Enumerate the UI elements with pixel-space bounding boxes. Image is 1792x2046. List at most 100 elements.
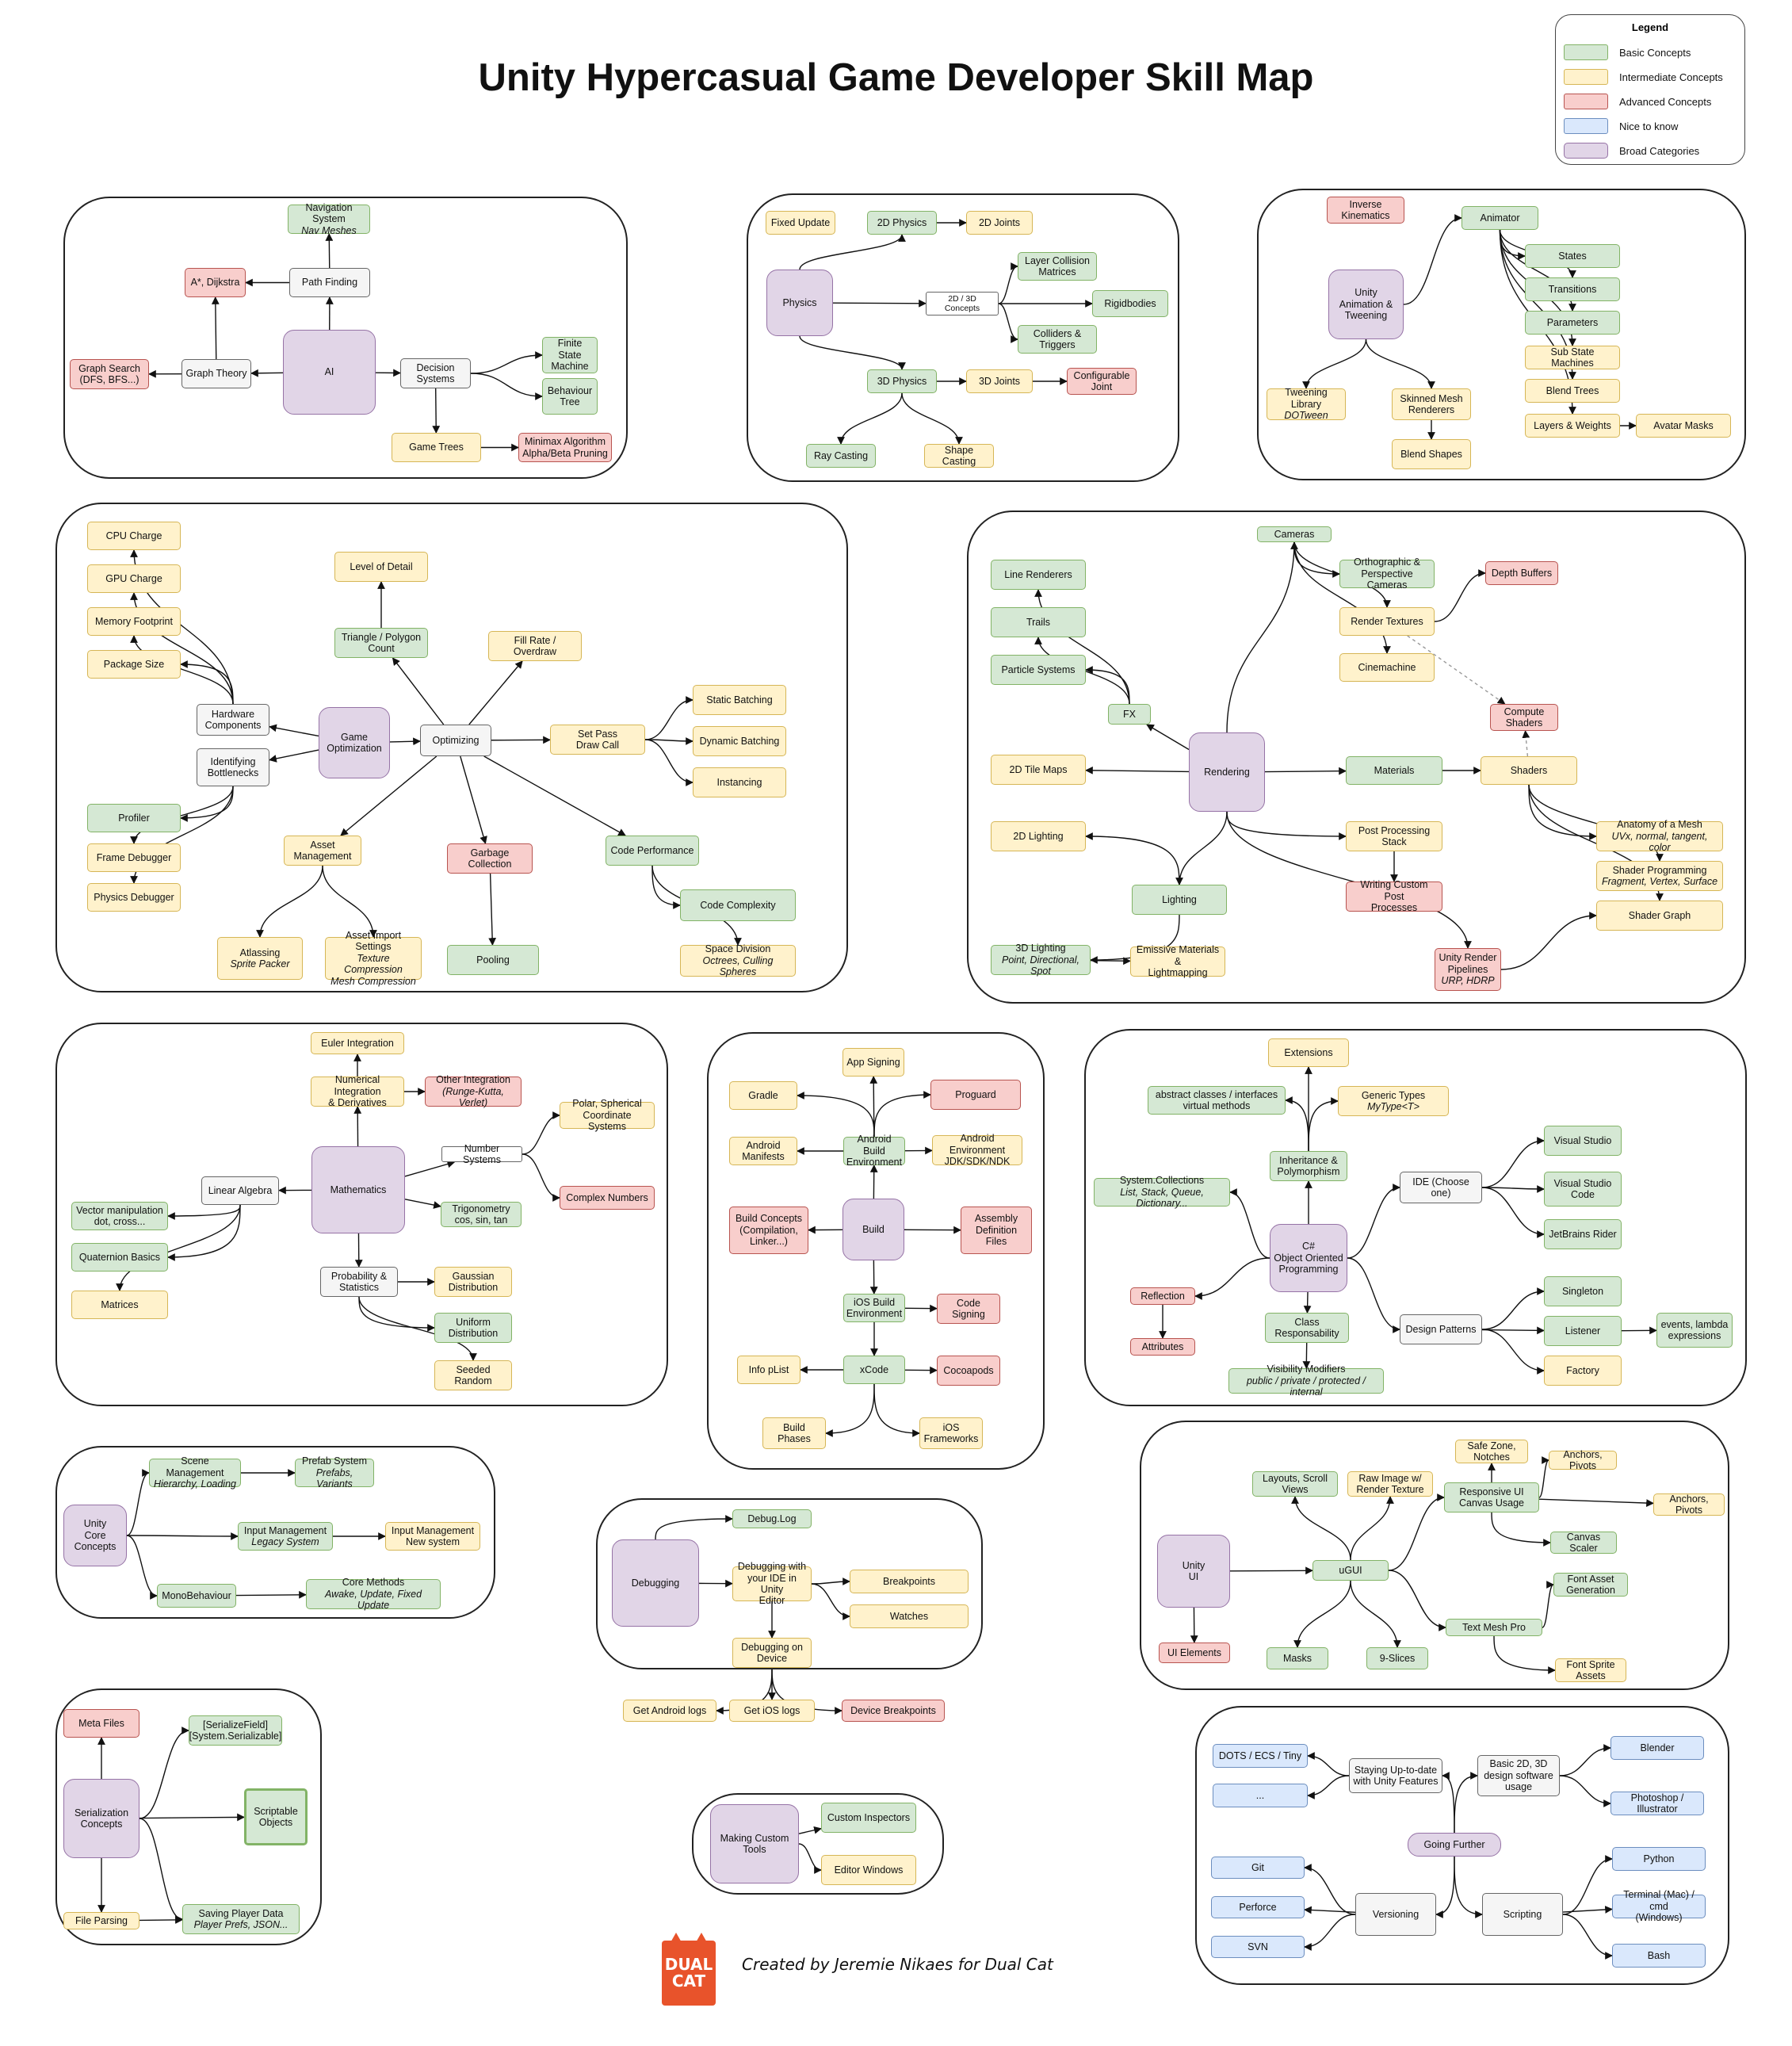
node-label-line: UI [1188, 1571, 1199, 1582]
connector-arrow [1347, 1257, 1400, 1333]
node-label-line: (Compilation, [739, 1224, 798, 1236]
debugging-debug-node: Debugging [612, 1539, 699, 1627]
node-label-line: [System.Serializable] [189, 1730, 282, 1742]
node-label-line: Post Processing [1358, 824, 1431, 836]
node-label-line: Line Renderers [1004, 568, 1072, 580]
connector-arrow [1562, 1906, 1613, 1914]
node-label-line: Animation & [1339, 298, 1393, 310]
node-label-line: Shaders [1510, 764, 1548, 776]
node-label-line: Build Phases [778, 1421, 811, 1444]
rendering-trails-node: Trails [991, 607, 1086, 637]
csharp-panel [1084, 1029, 1747, 1406]
legend-label: Broad Categories [1619, 144, 1700, 157]
connector-arrow [358, 1296, 477, 1361]
connector-arrow [1350, 1496, 1394, 1561]
optimization-db-node: Dynamic Batching [693, 726, 786, 756]
node-label-line: System.Collections [1119, 1175, 1205, 1187]
node-label-line: Frame Debugger [96, 851, 172, 863]
node-label-line: Profiler [118, 812, 150, 824]
node-label-line: iOS Build [853, 1296, 896, 1308]
node-label-line: C# [1302, 1241, 1315, 1252]
node-label-line: Quaternion Basics [78, 1251, 161, 1263]
tools-panel [692, 1793, 944, 1895]
legend-title: Legend [1631, 21, 1669, 33]
node-label-line: Ray Casting [813, 449, 869, 461]
further-bash-node: Bash [1612, 1944, 1706, 1968]
node-label-line: Probability & [331, 1270, 388, 1282]
node-label-line: Editor Windows [834, 1864, 904, 1876]
serialization-sf-node: [SerializeField][System.Serializable] [189, 1715, 282, 1746]
connector-arrow [1559, 1775, 1611, 1807]
node-label-line: expressions [1668, 1330, 1721, 1341]
node-label-line: Physics [782, 296, 817, 308]
node-label-line: Rendering [1204, 766, 1250, 778]
animation-bshape-node: Blend Shapes [1392, 439, 1471, 469]
node-label-line: 2D Lighting [1013, 830, 1064, 842]
connector-arrow [1090, 957, 1131, 966]
ui-slices-node: 9-Slices [1366, 1647, 1428, 1669]
connector-arrow [392, 657, 445, 725]
rendering-lr-node: Line Renderers [991, 560, 1086, 590]
node-label-line: SVN [1248, 1941, 1268, 1952]
node-label-line: Memory Footprint [95, 615, 173, 627]
node-label-line: Basic 2D, 3D [1489, 1758, 1548, 1770]
physics-j2d-node: 2D Joints [966, 211, 1033, 235]
node-label-line: with Unity Features [1353, 1776, 1439, 1787]
build-panel [707, 1032, 1045, 1470]
node-label-line: Core [84, 1529, 106, 1541]
animation-ssm-node: Sub State Machines [1525, 346, 1620, 369]
node-label-line: Compute [1504, 706, 1545, 717]
node-label-line: Tree [560, 396, 580, 407]
connector-arrow [837, 392, 903, 445]
ui-tmp-node: Text Mesh Pro [1446, 1619, 1542, 1636]
connector-arrow [1194, 1257, 1270, 1300]
node-label-line: Canvas Usage [1459, 1497, 1524, 1509]
node-label-line: Behaviour [547, 384, 593, 396]
further-script-node: Scripting [1482, 1893, 1563, 1936]
connector-arrow [1481, 1187, 1545, 1238]
connector-arrow [1500, 912, 1597, 970]
node-label-line: URP, HDRP [1441, 975, 1495, 987]
connector-arrow [1491, 1512, 1551, 1547]
node-label-line: Awake, Update, Fixed Update [324, 1588, 422, 1612]
mathematics-numsys-node: Number Systems [441, 1143, 522, 1165]
node-label-line: Static Batching [706, 694, 773, 706]
physics-col-node: Colliders &Triggers [1018, 325, 1097, 354]
connector-arrow [1293, 1580, 1351, 1648]
ui-raw-node: Raw Image w/Render Texture [1347, 1471, 1433, 1497]
further-term-node: Terminal (Mac) / cmd(Windows) [1612, 1889, 1706, 1923]
connector-arrow [655, 1515, 733, 1540]
connector-arrow [1090, 914, 1180, 964]
connector-arrow [1291, 1496, 1351, 1561]
node-label-line: Legacy System [251, 1536, 319, 1547]
node-label-line: Linker...) [750, 1236, 788, 1248]
node-label-line: Debugging with [737, 1561, 807, 1573]
node-label-line: Pipelines [1447, 963, 1488, 975]
node-label-line: Linear Algebra [208, 1184, 273, 1196]
node-label-line: 9-Slices [1379, 1652, 1416, 1664]
optimization-lod-node: Level of Detail [334, 552, 428, 582]
connector-arrow [799, 234, 906, 270]
mathematics-prob-node: Probability &Statistics [320, 1267, 398, 1297]
optimization-sb-node: Static Batching [693, 685, 786, 715]
ui-masks-node: Masks [1267, 1647, 1328, 1669]
node-label-line: Coordinate Systems [583, 1109, 632, 1133]
node-label-line: Path Finding [301, 277, 358, 289]
connector-arrow [1302, 338, 1367, 389]
node-label-line: Asset Import Settings [345, 930, 402, 953]
node-label-line: Render Texture [1356, 1484, 1424, 1495]
node-label-line: Prefabs, Variants [315, 1467, 353, 1490]
connector-arrow [126, 1535, 158, 1600]
connector-arrow [404, 1160, 456, 1177]
node-label-line: Concepts [74, 1541, 117, 1553]
node-label-line: Game Trees [409, 442, 464, 453]
connector-arrow [1538, 1456, 1549, 1498]
connector-arrow [771, 1667, 843, 1715]
